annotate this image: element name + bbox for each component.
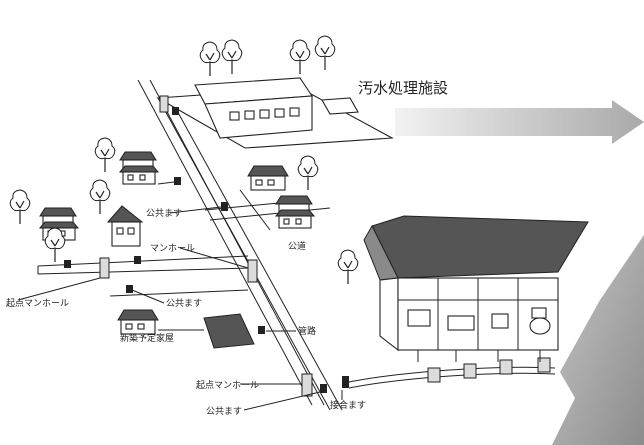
new-building-site bbox=[117, 309, 265, 349]
arrow-right-icon bbox=[395, 100, 644, 144]
label-public-masu-2: 公共ます bbox=[166, 298, 202, 309]
label-treatment-plant: 汚水処理施設 bbox=[358, 79, 448, 97]
toilet-icon bbox=[529, 317, 551, 335]
sink-icon bbox=[491, 313, 509, 329]
label-pipe: 管路 bbox=[298, 325, 316, 337]
label-manhole-1: マンホール bbox=[150, 243, 195, 254]
lower-pipe bbox=[301, 357, 556, 397]
manhole-icon bbox=[159, 95, 169, 113]
masu-box-icon bbox=[172, 107, 179, 115]
label-public-masu-3: 公共ます bbox=[206, 406, 242, 417]
cutaway-house bbox=[337, 215, 589, 362]
label-connection-masu: 接合ます bbox=[330, 399, 366, 411]
label-new-building-site: 新築予定家屋 bbox=[120, 332, 174, 344]
main-pipe-corridor bbox=[137, 79, 343, 411]
lateral-pipes-left bbox=[37, 255, 258, 297]
mountain-shape bbox=[552, 235, 644, 445]
label-start-manhole-1: 起点マンホール bbox=[6, 298, 69, 309]
leader-lines bbox=[17, 206, 343, 411]
label-public-masu-1: 公共ます bbox=[146, 208, 182, 219]
sink-icon bbox=[407, 309, 431, 327]
house-upper-left bbox=[94, 137, 181, 185]
treatment-plant bbox=[156, 35, 394, 149]
houses-left bbox=[9, 179, 144, 263]
bathtub-icon bbox=[447, 315, 475, 331]
public-road-branch bbox=[204, 155, 331, 231]
label-public-road: 公道 bbox=[288, 240, 306, 252]
label-start-manhole-2: 起点マンホール bbox=[196, 380, 259, 391]
